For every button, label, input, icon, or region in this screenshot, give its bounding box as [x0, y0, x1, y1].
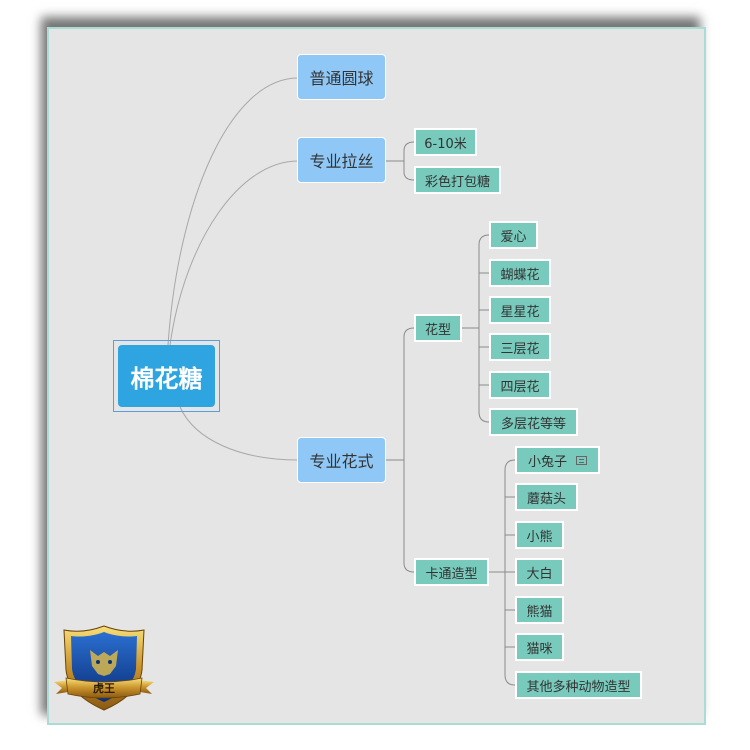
leaf-panda[interactable]: 熊猫 — [515, 596, 564, 624]
leaf-bunny-label: 小兔子 — [527, 454, 567, 470]
leaf-mushroom[interactable]: 蘑菇头 — [515, 483, 578, 511]
leaf-four-layer[interactable]: 四层花 — [489, 371, 551, 399]
leaf-colored-candy[interactable]: 彩色打包糖 — [414, 166, 501, 194]
leaf-bear[interactable]: 小熊 — [515, 521, 564, 549]
leaf-butterfly[interactable]: 蝴蝶花 — [489, 259, 551, 287]
leaf-heart[interactable]: 爱心 — [489, 221, 538, 249]
note-icon[interactable] — [576, 455, 587, 465]
leaf-baymax[interactable]: 大白 — [515, 558, 564, 586]
leaf-cat[interactable]: 猫咪 — [515, 633, 564, 661]
group-flower-types[interactable]: 花型 — [414, 314, 462, 342]
branch-pro-fancy[interactable]: 专业花式 — [297, 437, 386, 483]
root-selection-frame — [113, 340, 220, 412]
group-cartoon-shapes[interactable]: 卡通造型 — [414, 558, 489, 586]
leaf-bunny[interactable]: 小兔子 — [515, 446, 600, 474]
tiger-king-logo: 虎王 — [54, 625, 154, 711]
leaf-multi-layer[interactable]: 多层花等等 — [489, 408, 578, 436]
branch-pro-drawing[interactable]: 专业拉丝 — [297, 137, 386, 183]
branch-regular-ball[interactable]: 普通圆球 — [297, 54, 386, 100]
root-node[interactable]: 棉花糖 — [118, 345, 215, 407]
leaf-length[interactable]: 6-10米 — [414, 128, 477, 156]
leaf-other-animals[interactable]: 其他多种动物造型 — [515, 671, 642, 699]
leaf-star[interactable]: 星星花 — [489, 296, 551, 324]
logo-text: 虎王 — [93, 681, 115, 695]
leaf-three-layer[interactable]: 三层花 — [489, 333, 551, 361]
